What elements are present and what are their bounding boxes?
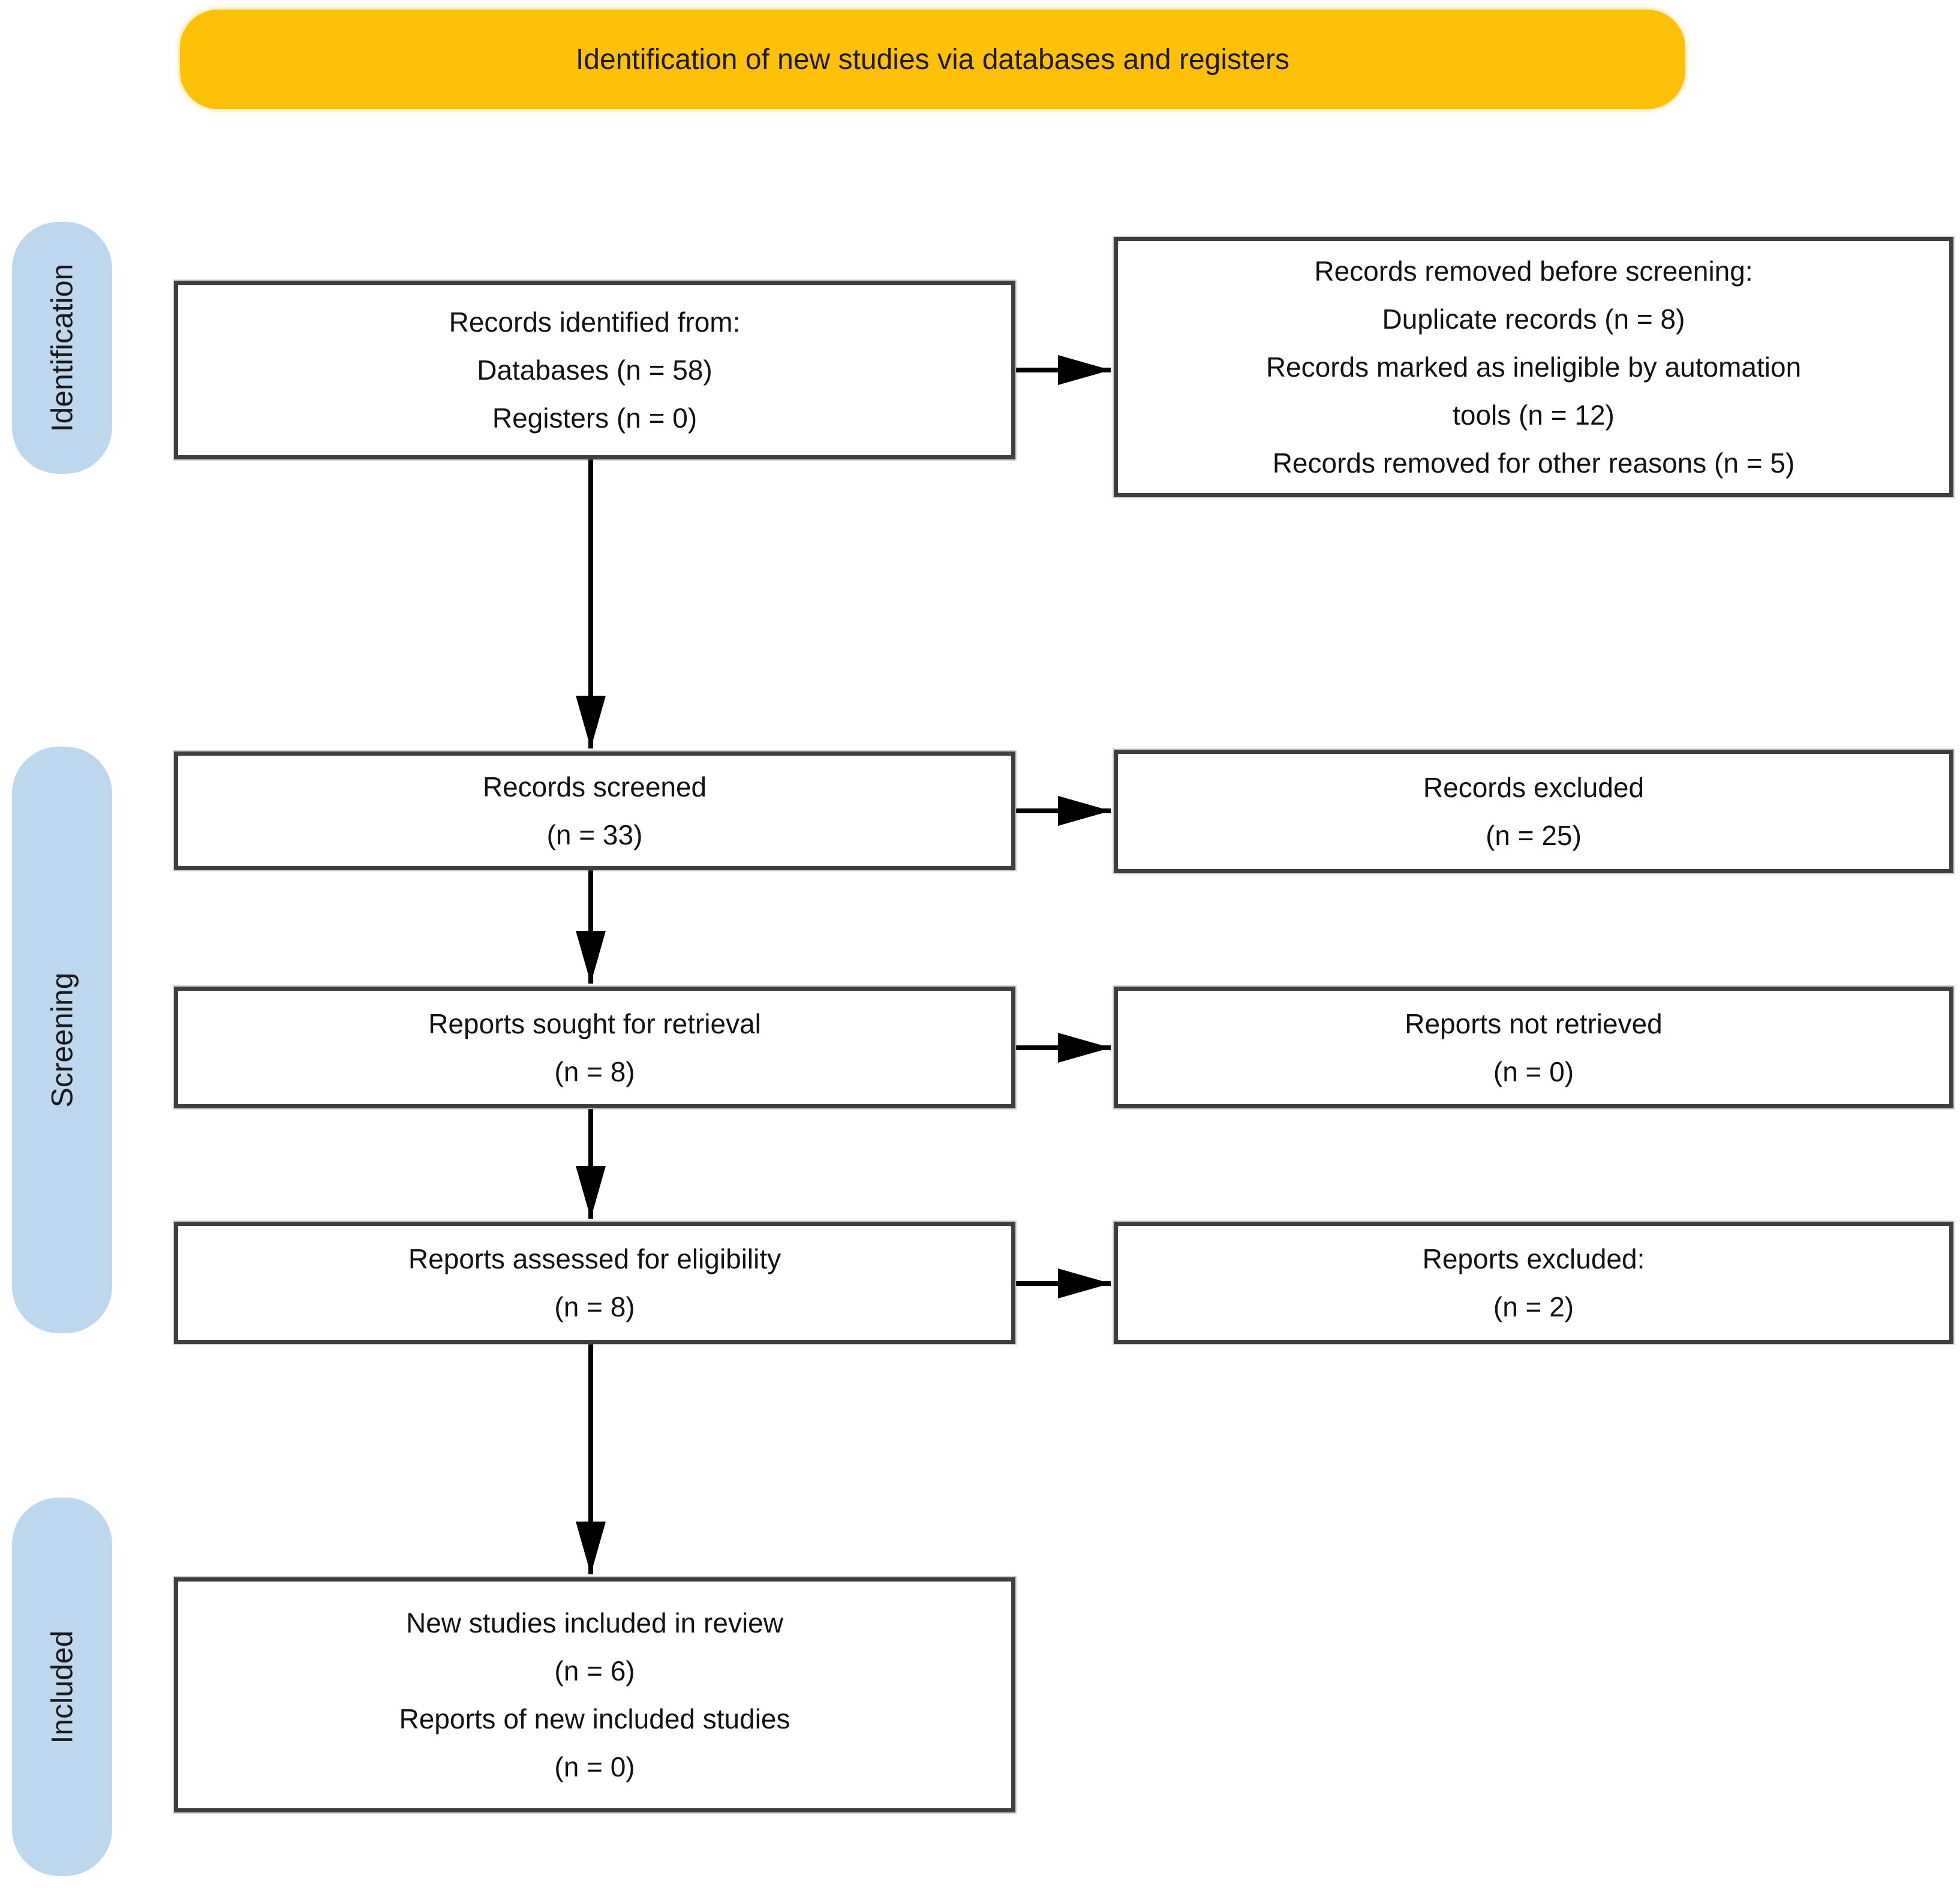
box-line: New studies included in review	[406, 1607, 783, 1639]
box-records-identified: Records identified from: Databases (n = …	[174, 281, 1015, 459]
box-line: (n = 8)	[554, 1291, 635, 1322]
box-line: Records screened	[482, 771, 707, 802]
box-line: (n = 33)	[546, 819, 643, 850]
stage-pill-identification: Identification	[12, 222, 112, 474]
box-reports-assessed: Reports assessed for eligibility (n = 8)	[174, 1222, 1015, 1344]
box-reports-not-retrieved: Reports not retrieved (n = 0)	[1114, 987, 1953, 1108]
stage-label-identification: Identification	[45, 263, 79, 432]
box-line: Records removed for other reasons (n = 5…	[1272, 447, 1795, 479]
box-records-screened: Records screened (n = 33)	[174, 751, 1015, 870]
box-line: Reports of new included studies	[399, 1703, 790, 1734]
box-records-excluded: Records excluded (n = 25)	[1114, 750, 1953, 873]
box-line: (n = 0)	[554, 1751, 635, 1782]
box-line: (n = 8)	[554, 1056, 635, 1087]
box-line: Reports sought for retrieval	[428, 1008, 761, 1039]
box-line: Reports assessed for eligibility	[408, 1243, 781, 1274]
stage-pill-screening: Screening	[12, 747, 112, 1333]
box-line: Databases (n = 58)	[477, 354, 713, 386]
box-line: Records marked as ineligible by automati…	[1265, 351, 1802, 383]
box-line: Records identified from:	[449, 306, 741, 338]
box-reports-sought: Reports sought for retrieval (n = 8)	[174, 987, 1015, 1108]
box-line: tools (n = 12)	[1453, 399, 1615, 431]
stage-pill-included: Included	[12, 1498, 112, 1876]
box-reports-excluded: Reports excluded: (n = 2)	[1114, 1222, 1953, 1344]
box-line: Reports excluded:	[1422, 1243, 1645, 1274]
box-line: Registers (n = 0)	[492, 402, 698, 434]
box-line: (n = 25)	[1486, 820, 1582, 851]
stage-label-screening: Screening	[45, 972, 79, 1108]
box-line: (n = 2)	[1493, 1291, 1574, 1322]
box-line: Duplicate records (n = 8)	[1382, 303, 1685, 335]
stage-label-included: Included	[45, 1630, 79, 1744]
box-records-removed-before-screening: Records removed before screening: Duplic…	[1114, 237, 1953, 497]
box-new-studies-included: New studies included in review (n = 6) R…	[174, 1577, 1015, 1812]
banner-title: Identification of new studies via databa…	[180, 10, 1685, 109]
box-line: (n = 0)	[1493, 1056, 1574, 1087]
box-line: Reports not retrieved	[1405, 1008, 1663, 1039]
box-line: Records removed before screening:	[1314, 255, 1753, 287]
box-line: (n = 6)	[554, 1655, 635, 1686]
box-line: Records excluded	[1423, 772, 1645, 803]
